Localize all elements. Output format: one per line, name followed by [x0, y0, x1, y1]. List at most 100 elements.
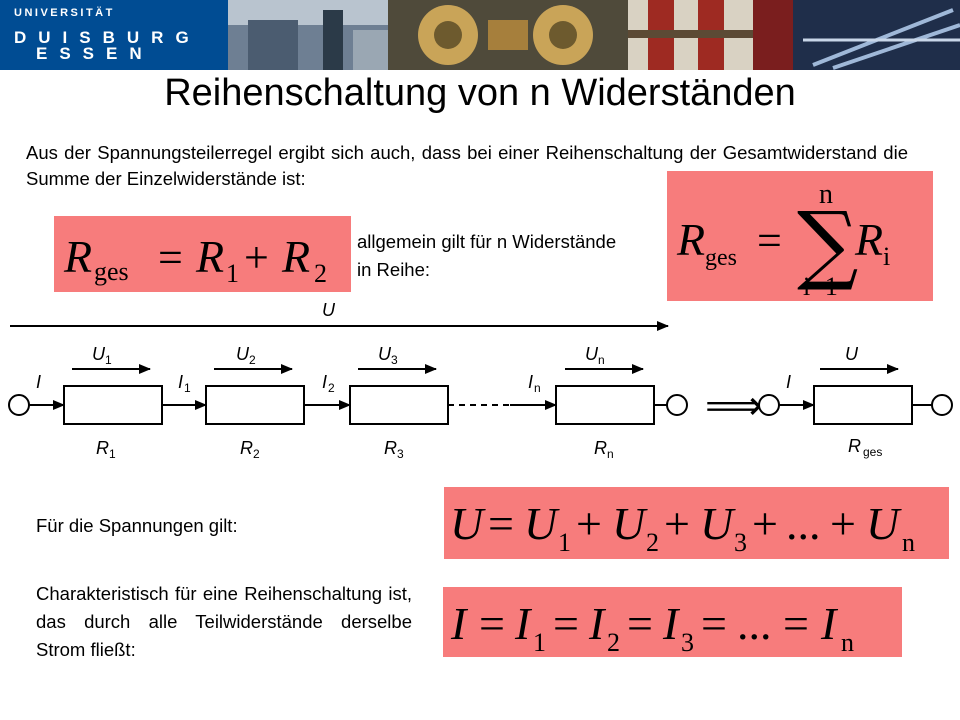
voltage-sub-2: 2	[249, 353, 256, 367]
current-label-1: I	[178, 372, 183, 392]
fc-eq3: =	[627, 598, 653, 649]
logo-line-2: DUISBURG	[14, 28, 201, 47]
resistor-sub-n: n	[607, 447, 614, 461]
voltage-label-3: U	[378, 344, 392, 364]
fc-lhs: I	[450, 598, 469, 649]
formula-two-resistors: R ges = R 1 + R 2	[54, 216, 351, 292]
resistor-sub-ges: ges	[863, 445, 882, 459]
formula-two-ges: ges	[94, 257, 129, 286]
header-photo-1	[228, 0, 388, 70]
current-text: Charakteristisch für eine Reihenschaltun…	[36, 583, 412, 660]
fc-in: I	[820, 598, 839, 649]
fv-u3: U	[700, 498, 736, 549]
fv-plus3: +	[752, 498, 778, 549]
fc-i3: I	[662, 598, 681, 649]
terminal-eq-right	[931, 394, 953, 416]
resistor-label-ges: R	[848, 436, 861, 456]
terminal-eq-left	[758, 394, 780, 416]
header-banner: UNIVERSITÄT DUISBURG ESSEN	[0, 0, 960, 70]
resistor-label-n: R	[594, 438, 607, 458]
formula-sum-ges: ges	[705, 245, 737, 271]
resistor-ges	[813, 385, 913, 425]
fc-eq2: =	[553, 598, 579, 649]
fc-i1: I	[514, 598, 533, 649]
fc-subn: n	[841, 628, 854, 657]
fv-un: U	[866, 498, 902, 549]
current-sub-n: n	[534, 381, 541, 395]
header-photo-2	[388, 0, 628, 70]
voltage-label-1: U	[92, 344, 106, 364]
voltage-label-ges: U	[845, 344, 859, 364]
formula-voltage: U = U 1 + U 2 + U 3 + ... + U n	[444, 487, 949, 559]
university-logo: UNIVERSITÄT DUISBURG ESSEN	[0, 0, 228, 70]
sigma-symbol: ∑	[797, 194, 858, 294]
resistor-label-2: R	[240, 438, 253, 458]
fv-sub2: 2	[646, 528, 659, 557]
current-label-ges: I	[786, 372, 791, 392]
fv-sub1: 1	[558, 528, 571, 557]
resistor-label-3: R	[384, 438, 397, 458]
resistor-1	[63, 385, 163, 425]
formula-two-r: R	[63, 231, 92, 282]
formula-two-sub2: 2	[314, 259, 327, 288]
formula-two-r1: R	[195, 231, 224, 282]
resistor-sub-3: 3	[397, 447, 404, 461]
resistor-n	[555, 385, 655, 425]
formula-two-sub1: 1	[226, 259, 239, 288]
resistor-sub-2: 2	[253, 447, 260, 461]
resistor-3	[349, 385, 449, 425]
voltage-sub-n: n	[598, 353, 605, 367]
fv-u2: U	[612, 498, 648, 549]
fc-eq4: =	[701, 598, 727, 649]
formula-sum-ri: R	[854, 214, 883, 265]
current-label-n: I	[528, 372, 533, 392]
formula-sum-ri-sub: i	[883, 242, 890, 271]
header-photo-4	[753, 0, 960, 70]
voltage-label-n: U	[585, 344, 599, 364]
terminal-right	[666, 394, 688, 416]
fc-sub1: 1	[533, 628, 546, 657]
voltage-label-2: U	[236, 344, 250, 364]
formula-current: I = I 1 = I 2 = I 3 = ... = I n	[443, 587, 902, 657]
header-photo-3	[628, 0, 753, 70]
resistor-sub-1: 1	[109, 447, 116, 461]
fv-dots: ...	[786, 498, 821, 549]
resistor-2	[205, 385, 305, 425]
logo-line-1: UNIVERSITÄT	[14, 7, 115, 19]
formula-two-plus: +	[244, 233, 269, 282]
implies-arrow-icon: ⟹	[705, 383, 762, 429]
formula-sum-lower: i=1	[803, 272, 838, 301]
fv-plus4: +	[830, 498, 856, 549]
voltage-sub-3: 3	[391, 353, 398, 367]
current-label-0: I	[36, 372, 41, 392]
current-label-2: I	[322, 372, 327, 392]
fc-dots: ...	[737, 598, 772, 649]
fc-sub3: 3	[681, 628, 694, 657]
voltage-sub-1: 1	[105, 353, 112, 367]
fv-u1: U	[524, 498, 560, 549]
formula-sum-r: R	[676, 214, 705, 265]
formula-two-eq: =	[158, 233, 183, 282]
logo-line-3: ESSEN	[36, 44, 154, 63]
fc-eq5: =	[783, 598, 809, 649]
formula-two-r2: R	[281, 231, 310, 282]
current-sub-1: 1	[184, 381, 191, 395]
formula-sum: R ges = ∑ n i=1 R i	[667, 171, 933, 301]
page-title: Reihenschaltung von n Widerständen	[164, 72, 796, 114]
fv-subn: n	[902, 528, 915, 557]
fv-eq: =	[488, 498, 514, 549]
fc-sub2: 2	[607, 628, 620, 657]
resistor-label-1: R	[96, 438, 109, 458]
current-sub-2: 2	[328, 381, 335, 395]
total-voltage-label: U	[322, 300, 336, 320]
fv-plus1: +	[576, 498, 602, 549]
fc-eq1: =	[479, 598, 505, 649]
fv-sub3: 3	[734, 528, 747, 557]
formula-sum-upper: n	[819, 179, 833, 210]
fc-i2: I	[588, 598, 607, 649]
intro-text: Aus der Spannungsteilerregel ergibt sich…	[26, 142, 908, 189]
fv-lhs: U	[450, 498, 486, 549]
terminal-left	[8, 394, 30, 416]
circuit-diagram: U U 1 U 2 U 3 U n U I I 1 I 2 I n I	[8, 300, 953, 461]
general-note: allgemein gilt für n Widerstände in Reih…	[357, 231, 617, 280]
